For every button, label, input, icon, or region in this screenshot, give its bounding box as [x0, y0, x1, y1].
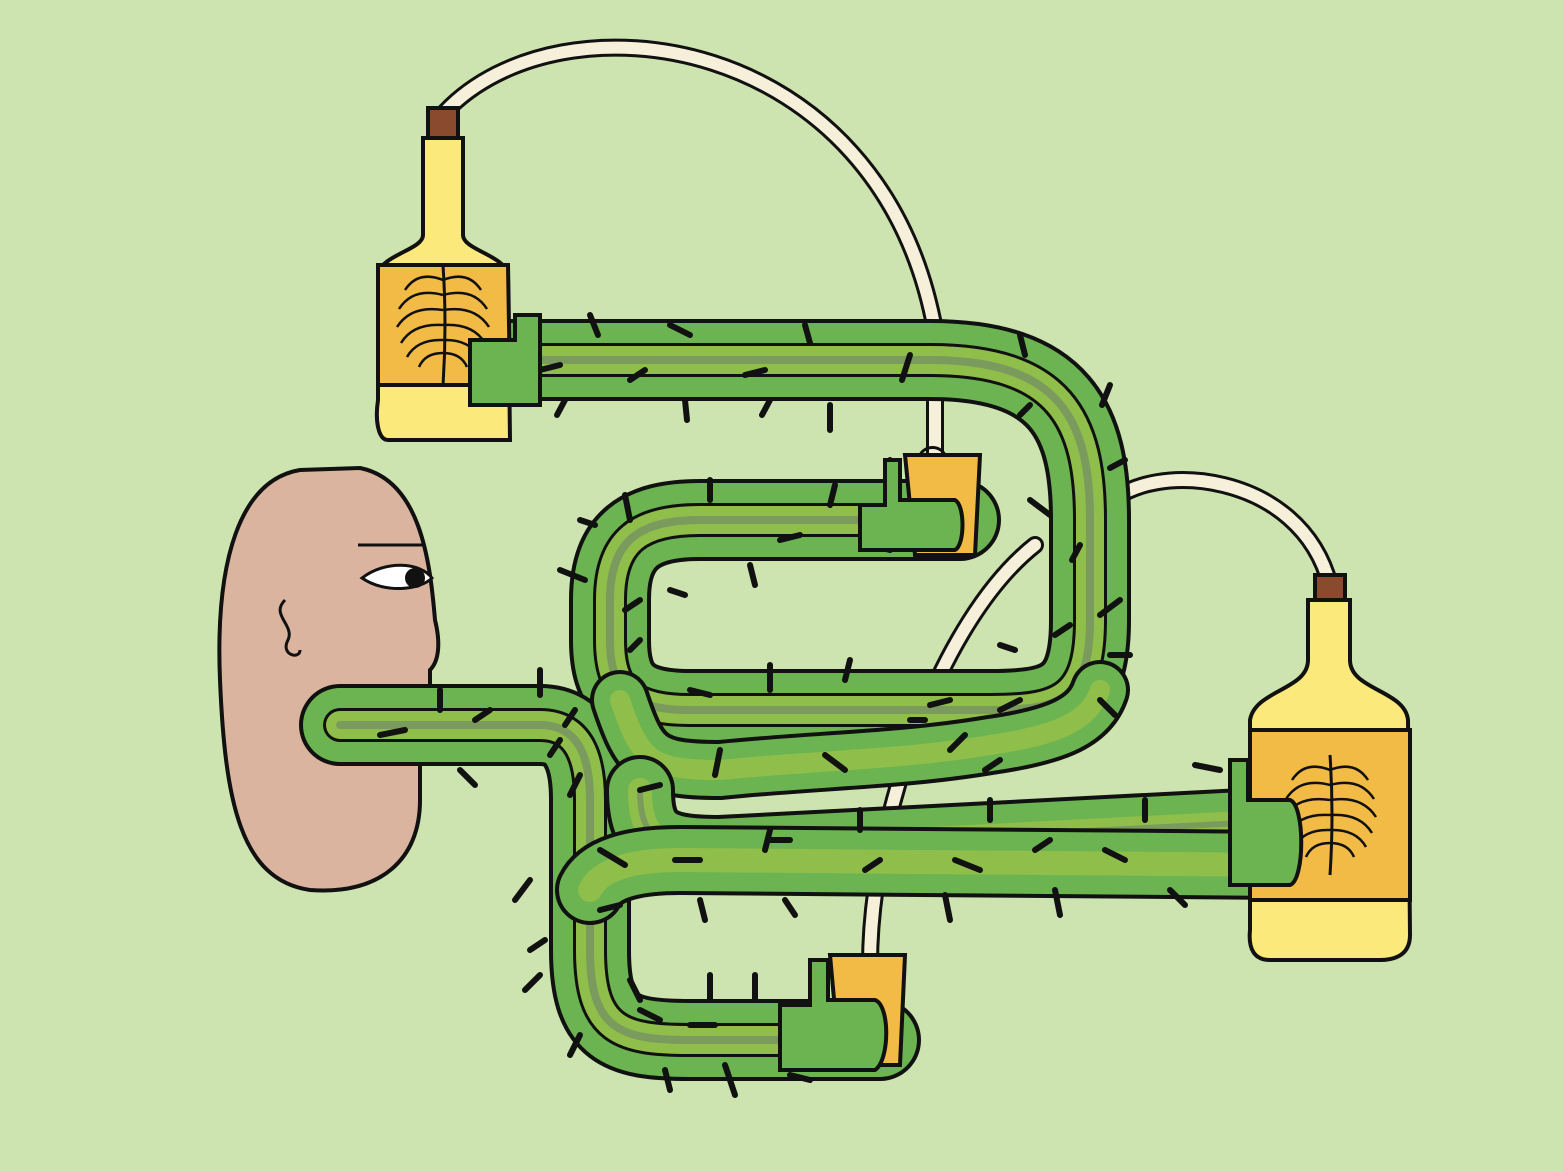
eye-icon	[405, 568, 425, 588]
cork-icon	[426, 106, 460, 140]
bottle-top-left	[374, 106, 542, 442]
head	[217, 465, 441, 893]
cup-upper	[858, 446, 983, 557]
bottle-right	[1228, 573, 1413, 962]
cup-lower	[778, 953, 908, 1072]
cactus-spines	[377, 312, 1223, 1098]
